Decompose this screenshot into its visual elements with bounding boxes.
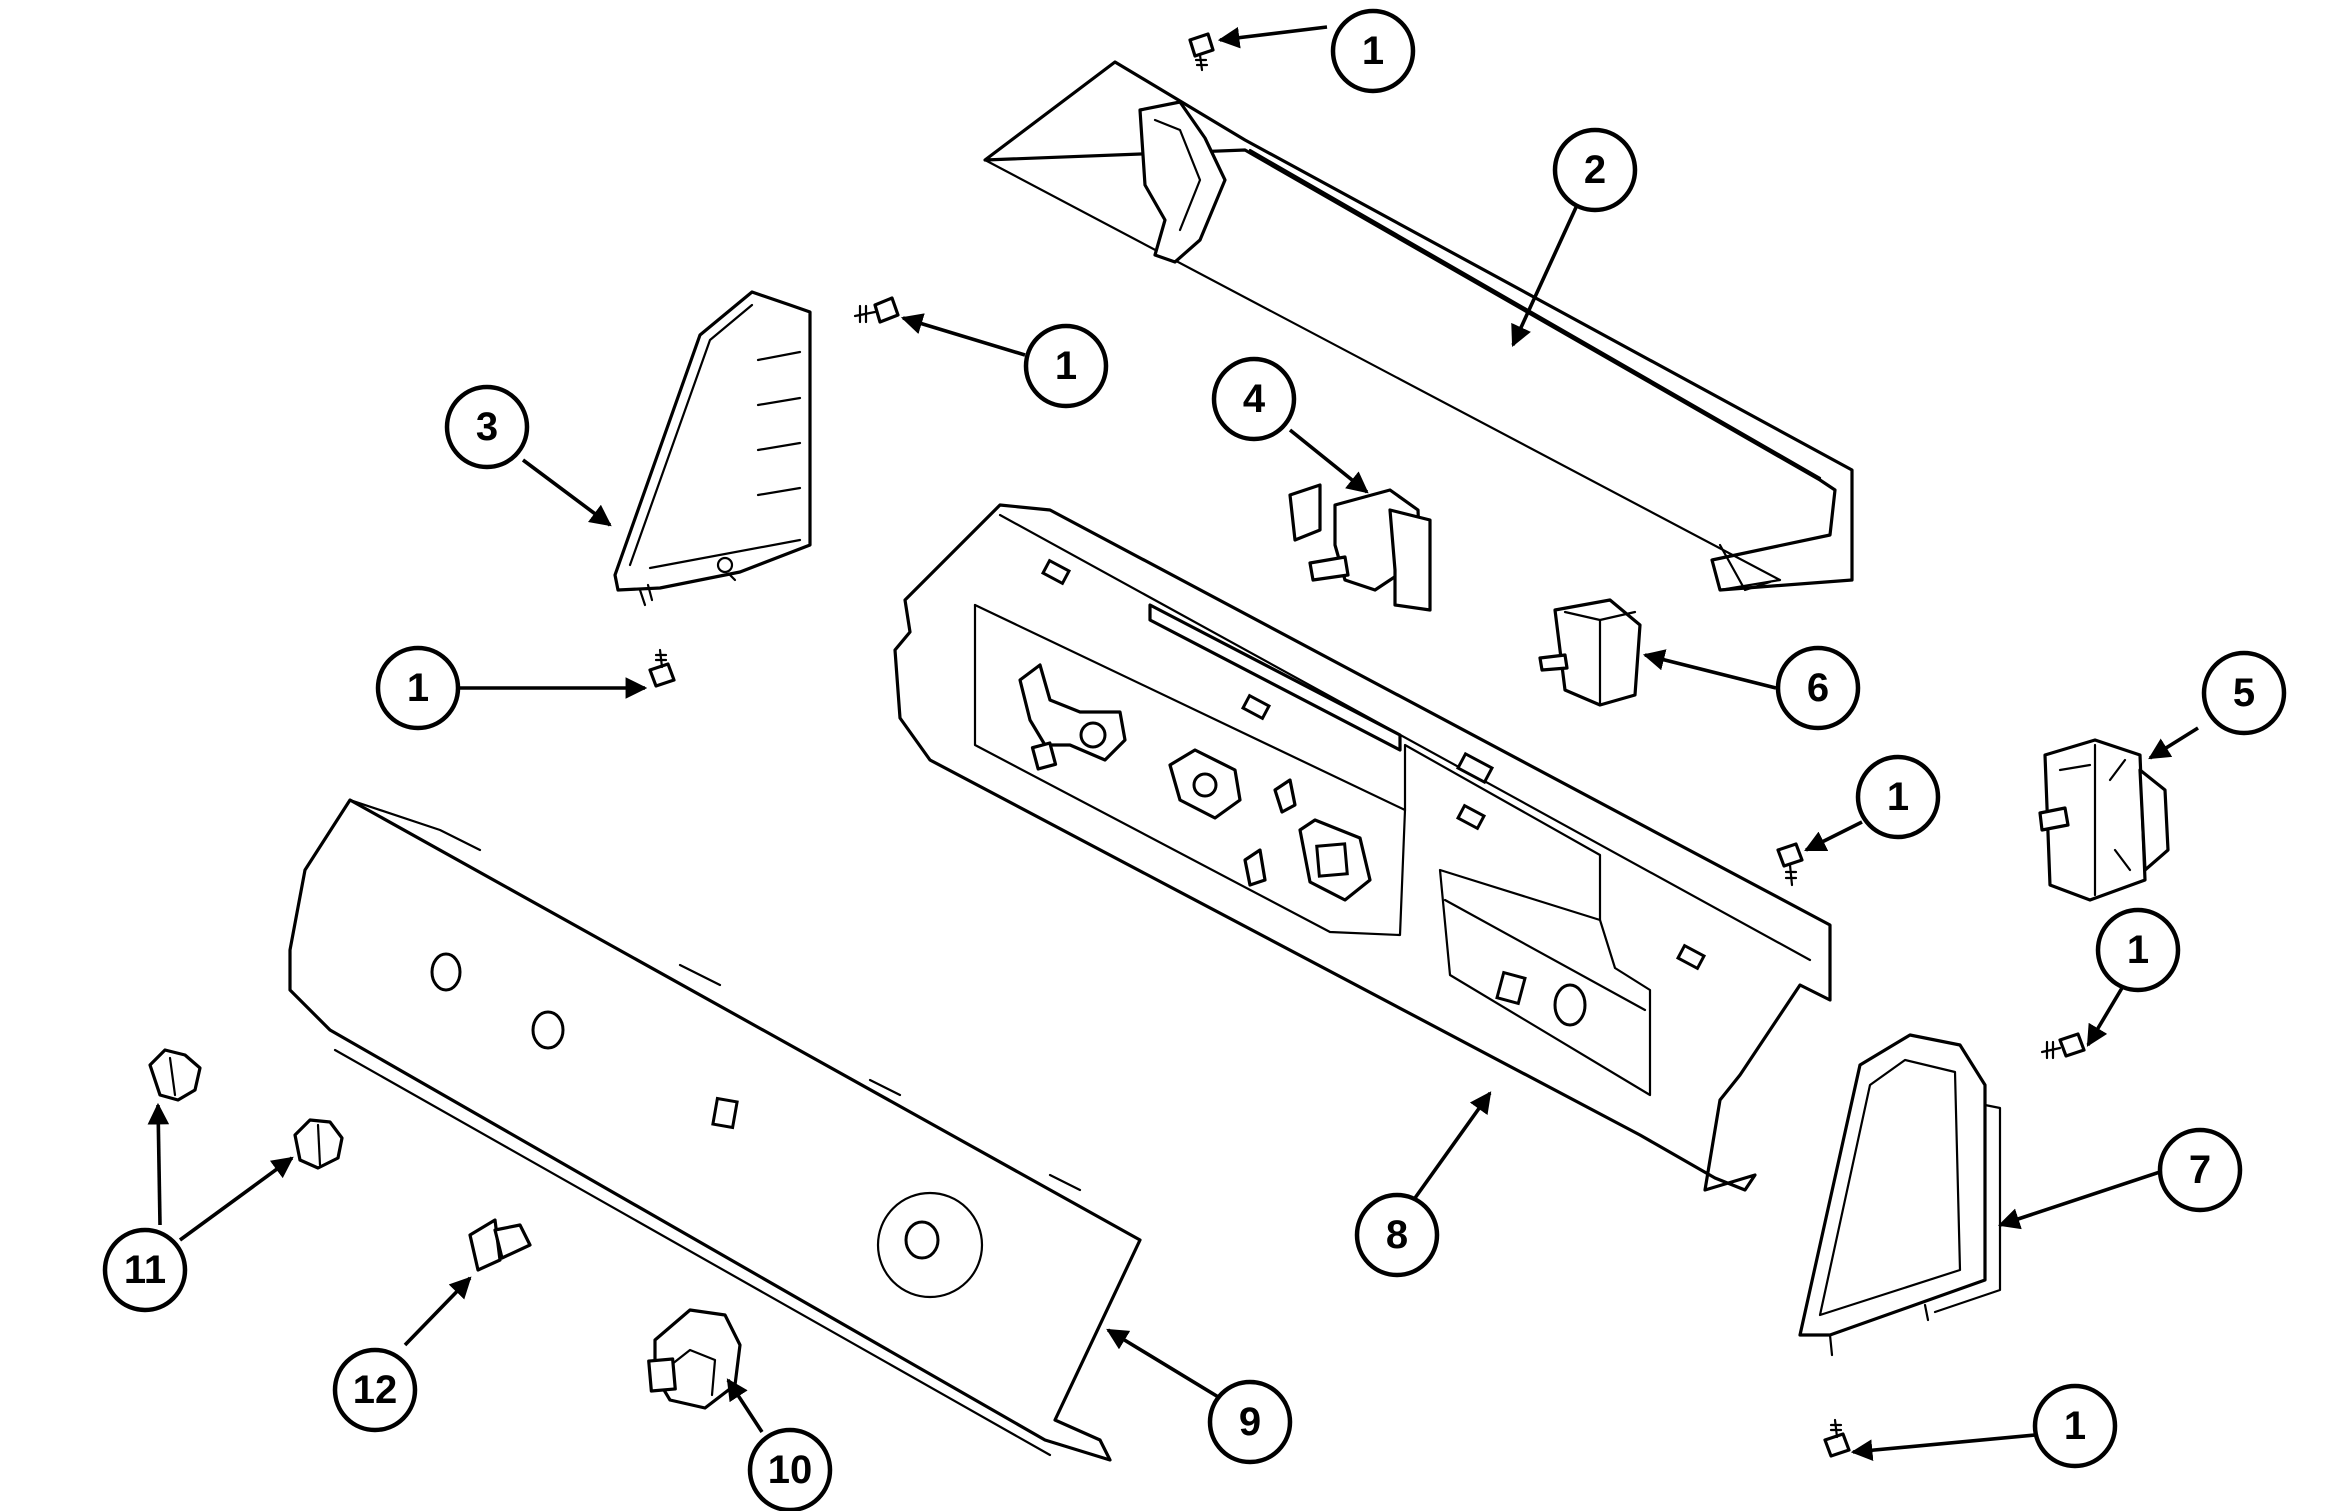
callout-10: 10 xyxy=(747,1427,833,1511)
callout-7: 7 xyxy=(2157,1127,2243,1213)
part-11-buttons xyxy=(148,1048,344,1170)
leader-lines xyxy=(147,25,2199,1461)
svg-text:7: 7 xyxy=(2189,1148,2211,1192)
callout-5: 5 xyxy=(2201,650,2287,736)
part-9-front-panel xyxy=(288,798,1142,1462)
svg-text:1: 1 xyxy=(1055,344,1077,388)
part-6-switch xyxy=(1538,598,1642,707)
part-8-console-panel xyxy=(893,503,1832,1192)
svg-text:1: 1 xyxy=(407,666,429,710)
part-2-top-cover xyxy=(983,60,1854,592)
svg-text:1: 1 xyxy=(1887,775,1909,819)
callout-1a: 1 xyxy=(1330,8,1416,94)
svg-text:11: 11 xyxy=(124,1248,166,1292)
screw-1f xyxy=(1823,1418,1851,1458)
svg-text:6: 6 xyxy=(1807,666,1829,710)
callout-6: 6 xyxy=(1775,645,1861,731)
part-7-right-end-cap xyxy=(1798,1033,2002,1357)
svg-text:4: 4 xyxy=(1243,377,1266,421)
part-10-rotary-switch xyxy=(647,1308,742,1410)
callout-1d: 1 xyxy=(1855,754,1941,840)
svg-text:8: 8 xyxy=(1386,1213,1408,1257)
part-5-timer xyxy=(2038,738,2170,902)
svg-text:12: 12 xyxy=(353,1368,398,1412)
screw-1b xyxy=(853,296,900,324)
svg-text:10: 10 xyxy=(768,1448,813,1492)
screw-1e xyxy=(2040,1032,2086,1060)
screw-1c xyxy=(648,648,676,688)
svg-text:9: 9 xyxy=(1239,1400,1261,1444)
screw-1d xyxy=(1776,842,1804,887)
part-4-switch xyxy=(1288,483,1432,612)
callout-11: 11 xyxy=(102,1227,188,1313)
callout-8: 8 xyxy=(1354,1192,1440,1278)
callout-1b: 1 xyxy=(1023,323,1109,409)
callout-12: 12 xyxy=(332,1347,418,1433)
callout-2: 2 xyxy=(1552,127,1638,213)
part-3-left-end-cap xyxy=(613,290,812,607)
callout-1f: 1 xyxy=(2032,1383,2118,1469)
svg-text:3: 3 xyxy=(476,405,498,449)
svg-text:1: 1 xyxy=(2064,1404,2086,1448)
svg-text:1: 1 xyxy=(1362,29,1384,73)
callout-4: 4 xyxy=(1211,356,1297,442)
callout-9: 9 xyxy=(1207,1379,1293,1465)
svg-text:5: 5 xyxy=(2233,671,2255,715)
svg-text:2: 2 xyxy=(1584,148,1606,192)
callout-3: 3 xyxy=(444,384,530,470)
screw-1a xyxy=(1188,32,1215,72)
callout-1e: 1 xyxy=(2095,907,2181,993)
part-12-rocker-switch xyxy=(468,1218,532,1272)
svg-text:1: 1 xyxy=(2127,928,2149,972)
callout-1c: 1 xyxy=(375,645,461,731)
